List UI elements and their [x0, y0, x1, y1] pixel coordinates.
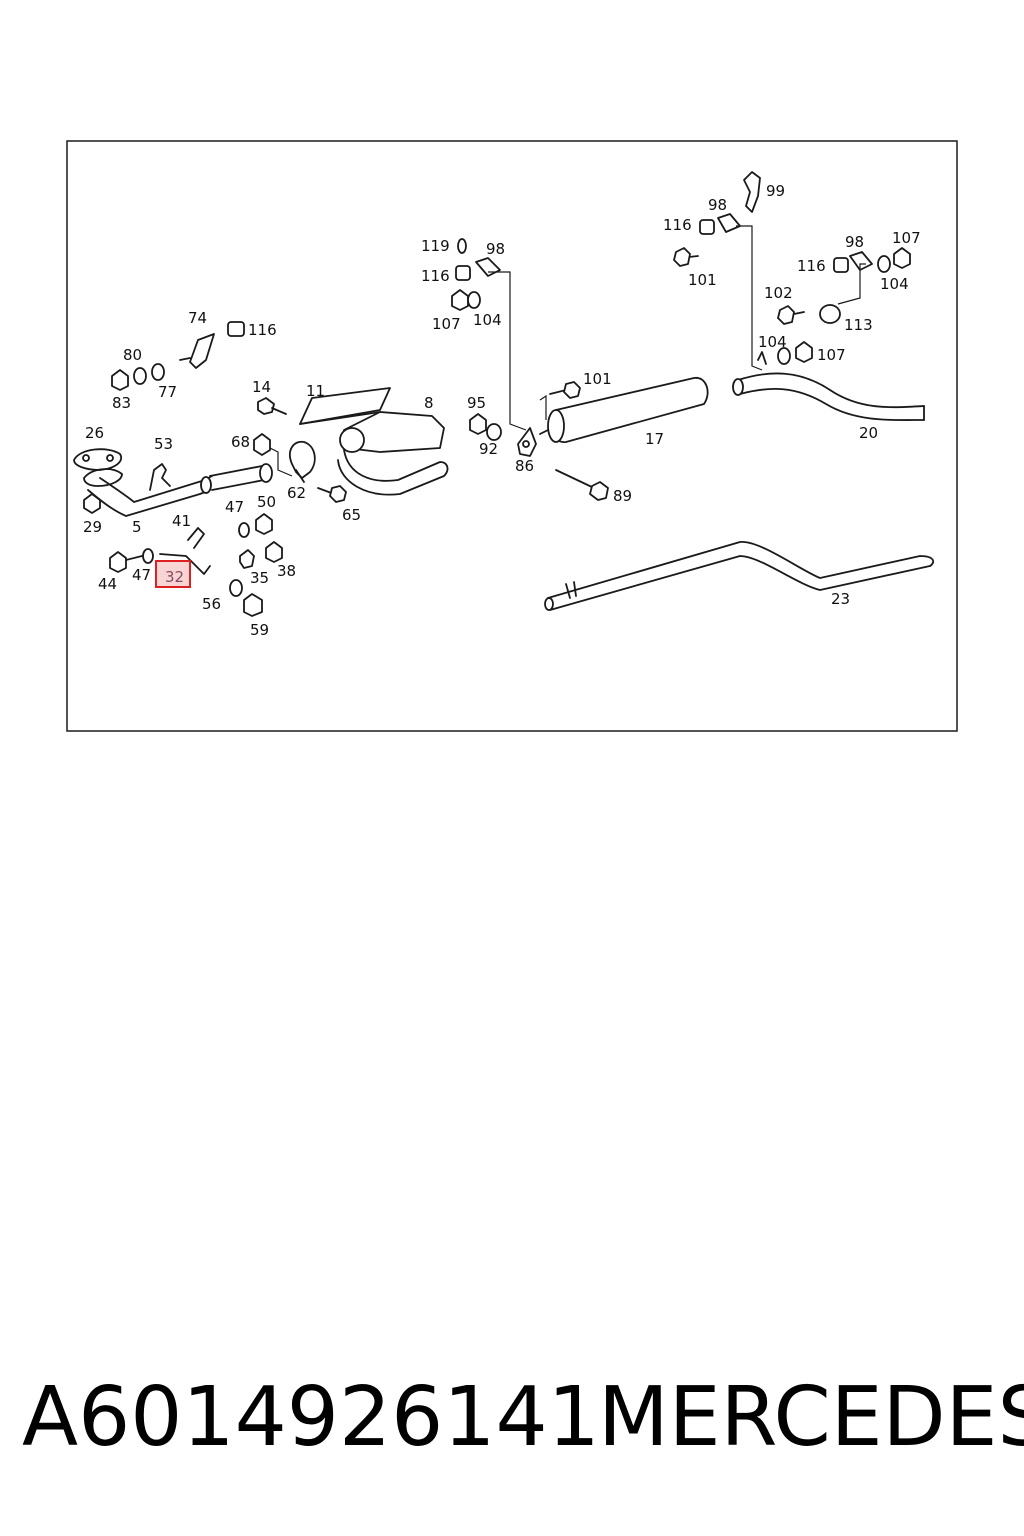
callout-98: 98 [486, 240, 505, 258]
callout-20: 20 [859, 424, 878, 442]
callout-116: 116 [797, 257, 826, 275]
callout-95: 95 [467, 394, 486, 412]
bolt-65 [317, 485, 347, 503]
diagram-frame [66, 140, 958, 732]
callout-80: 80 [123, 346, 142, 364]
callout-32: 32 [165, 568, 184, 586]
callout-8: 8 [424, 394, 434, 412]
callout-53: 53 [154, 435, 173, 453]
callout-38: 38 [277, 562, 296, 580]
nut-68 [253, 433, 271, 456]
callout-74: 74 [188, 309, 207, 327]
leader-lines [269, 225, 866, 477]
callout-83: 83 [112, 394, 131, 412]
tail-pipe-20 [732, 372, 925, 421]
callout-35: 35 [250, 569, 269, 587]
callout-50: 50 [257, 493, 276, 511]
callout-98: 98 [708, 196, 727, 214]
callout-47: 47 [132, 566, 151, 584]
callout-labels: 99 98 116 101 119 98 116 107 104 98 107 … [83, 182, 921, 639]
callout-26: 26 [85, 424, 104, 442]
callout-62: 62 [287, 484, 306, 502]
callout-23: 23 [831, 590, 850, 608]
callout-119: 119 [421, 237, 450, 255]
callout-29: 29 [83, 518, 102, 536]
hanger-86 [517, 427, 537, 457]
brand-name: MERCEDES [598, 1370, 1024, 1465]
callout-47: 47 [225, 498, 244, 516]
rear-silencer-17 [539, 377, 709, 443]
washer-77 [151, 363, 165, 381]
callout-113: 113 [844, 316, 873, 334]
nut-29 [83, 493, 101, 514]
callout-41: 41 [172, 512, 191, 530]
callout-77: 77 [158, 383, 177, 401]
callout-107: 107 [432, 315, 461, 333]
callout-104: 104 [758, 333, 787, 351]
part-info-footer: A6014926141 MERCEDES [0, 1370, 1024, 1480]
bracket-74 [179, 333, 215, 369]
bracket-rear-mounts [451, 213, 911, 365]
nut-116 [227, 321, 245, 337]
pipe-23 [544, 541, 935, 611]
bolt-89 [555, 469, 609, 501]
highlight-box [155, 560, 191, 588]
bracket-99 [743, 171, 761, 213]
callout-116: 116 [248, 321, 277, 339]
callout-102: 102 [764, 284, 793, 302]
callout-86: 86 [515, 457, 534, 475]
callout-107: 107 [892, 229, 921, 247]
nut-83 [111, 369, 129, 391]
callout-56: 56 [202, 595, 221, 613]
callout-5: 5 [132, 518, 142, 536]
callout-11: 11 [306, 382, 325, 400]
clamp-62 [289, 440, 316, 483]
bolt-101-muffler [549, 381, 581, 399]
callout-99: 99 [766, 182, 785, 200]
exhaust-system-diagram: 99 98 116 101 119 98 116 107 104 98 107 … [66, 140, 958, 732]
callout-92: 92 [479, 440, 498, 458]
washer-80 [133, 367, 147, 385]
heat-shield-11 [299, 387, 391, 425]
callout-104: 104 [880, 275, 909, 293]
callout-116: 116 [421, 267, 450, 285]
callout-101: 101 [583, 370, 612, 388]
callout-17: 17 [645, 430, 664, 448]
callout-44: 44 [98, 575, 117, 593]
callout-68: 68 [231, 433, 250, 451]
washers-95-92 [469, 413, 502, 441]
callout-98: 98 [845, 233, 864, 251]
part-number: A6014926141 [22, 1370, 600, 1465]
callout-116: 116 [663, 216, 692, 234]
bracket-53 [149, 463, 171, 491]
front-pipe [87, 463, 273, 517]
callout-65: 65 [342, 506, 361, 524]
callout-59: 59 [250, 621, 269, 639]
callout-89: 89 [613, 487, 632, 505]
flange-gasket [73, 448, 123, 487]
callout-107: 107 [817, 346, 846, 364]
silencer-8 [337, 411, 449, 496]
highlighted-callout[interactable]: 32 [155, 560, 191, 588]
callout-14: 14 [252, 378, 271, 396]
callout-101: 101 [688, 271, 717, 289]
bolt-14 [257, 397, 287, 415]
callout-104: 104 [473, 311, 502, 329]
hardware-cluster-47-59 [109, 513, 283, 617]
